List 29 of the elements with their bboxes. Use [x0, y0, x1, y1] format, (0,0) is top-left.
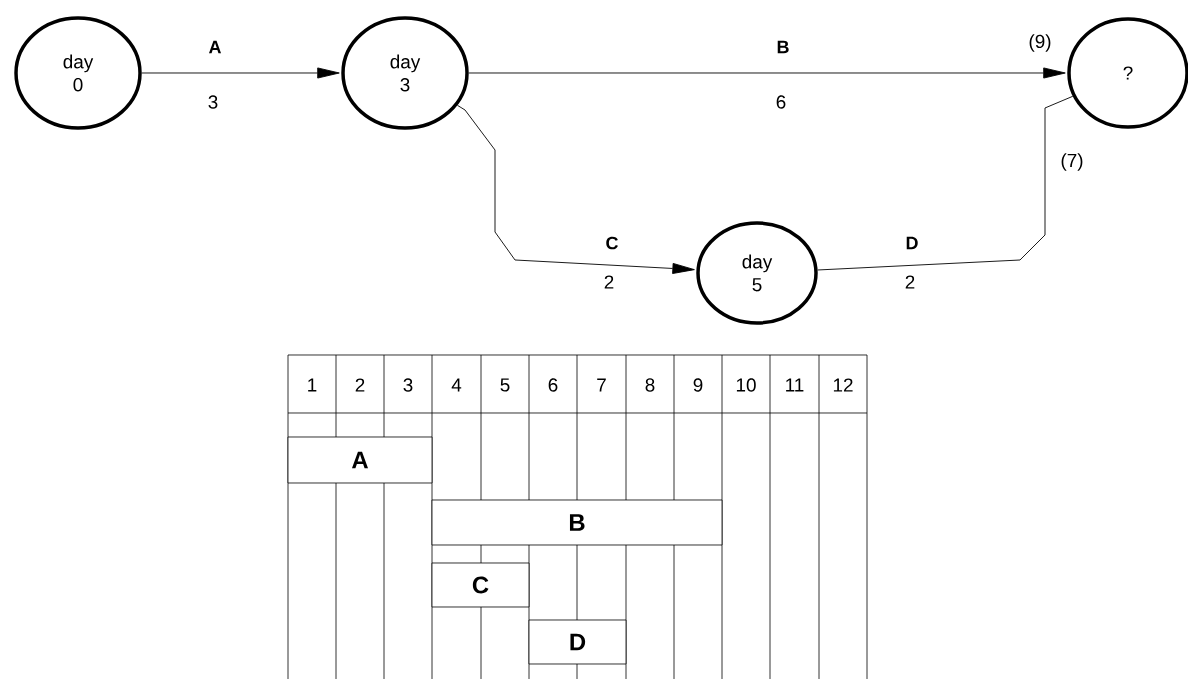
- day-number: 12: [833, 378, 853, 392]
- duration-label: (7): [1061, 153, 1083, 171]
- day-number: 11: [786, 378, 804, 392]
- day-number: 3: [403, 378, 413, 392]
- edge-label: A: [207, 39, 223, 55]
- duration-label: 2: [604, 275, 614, 289]
- edge-label: D: [904, 235, 920, 251]
- task-bar: D: [528, 619, 627, 665]
- arrow: [468, 67, 1066, 79]
- duration-label: (9): [1029, 34, 1051, 52]
- day-number: 10: [736, 378, 756, 392]
- day-number: 6: [548, 378, 558, 392]
- duration-label: 3: [208, 95, 218, 109]
- day-number: 5: [500, 378, 510, 392]
- day-number: 7: [597, 378, 606, 392]
- day-number: 2: [355, 378, 365, 392]
- task-bar: C: [431, 562, 530, 608]
- duration-label: 6: [776, 95, 786, 109]
- arrow: [456, 104, 695, 274]
- arrow: [141, 67, 340, 79]
- day-number: 8: [645, 378, 655, 392]
- day-number: 4: [451, 378, 462, 392]
- day-number: 1: [308, 378, 317, 392]
- task-bar: B: [431, 499, 723, 546]
- edge-label: C: [604, 235, 620, 251]
- task-bar: A: [287, 436, 433, 484]
- edge-label: B: [775, 39, 791, 55]
- duration-label: 2: [905, 275, 915, 289]
- day-number: 9: [693, 378, 703, 392]
